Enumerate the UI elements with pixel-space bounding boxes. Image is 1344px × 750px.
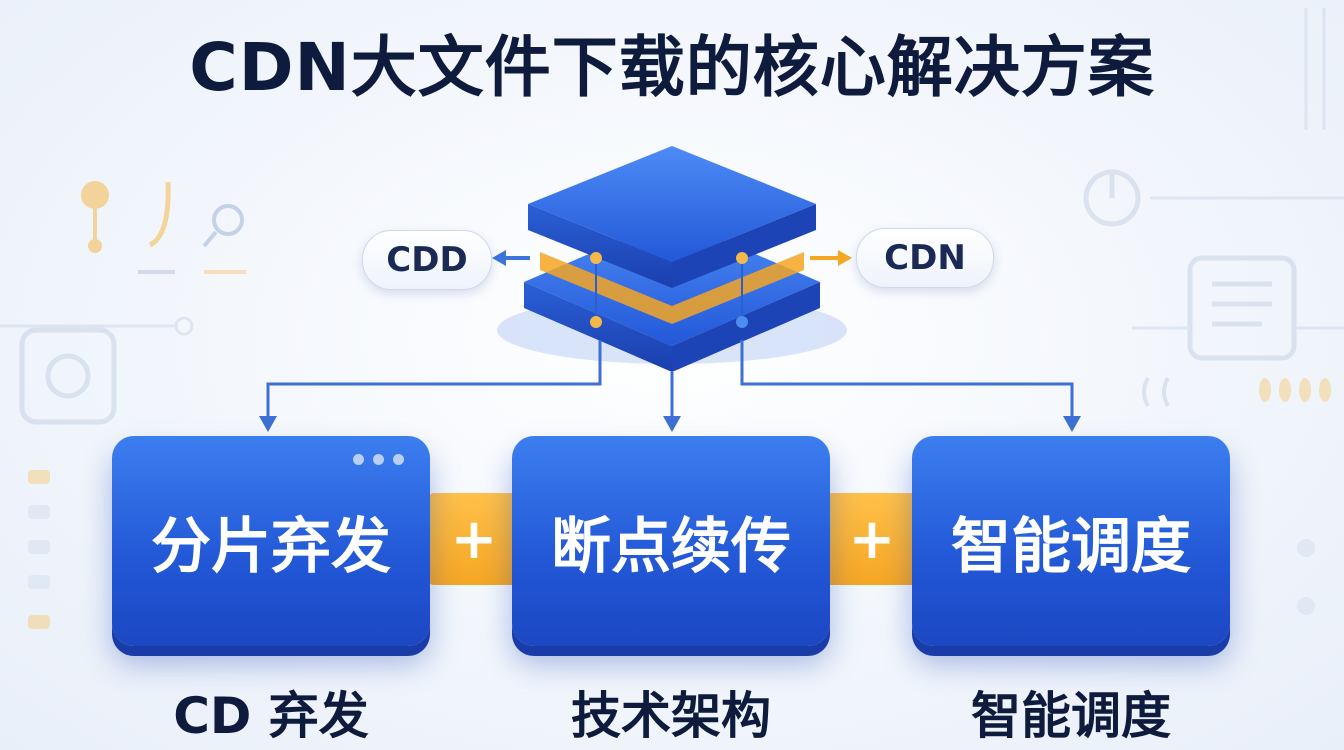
plus-connector-1: + bbox=[428, 493, 520, 585]
right-decor-icons bbox=[1083, 8, 1344, 615]
server-slab-upper bbox=[528, 146, 816, 288]
page-title: CDN大文件下载的核心解决方案 bbox=[189, 29, 1155, 106]
caption-3: 智能调度 bbox=[971, 687, 1171, 745]
card-label: 分片弃发 bbox=[151, 511, 391, 582]
caption-2: 技术架构 bbox=[571, 687, 771, 745]
card-chunked-delivery: 分片弃发 bbox=[112, 436, 430, 646]
document-icon bbox=[1187, 255, 1297, 361]
caption-1: CD 弃发 bbox=[173, 687, 369, 745]
window-dots-icon bbox=[353, 454, 404, 465]
node-cdd: CDD bbox=[362, 230, 492, 290]
card-smart-scheduling: 智能调度 bbox=[912, 436, 1230, 646]
bulb-icon bbox=[81, 181, 109, 209]
data-band bbox=[540, 252, 804, 324]
left-decor-icons bbox=[0, 181, 246, 629]
arrow-left-icon bbox=[492, 250, 506, 266]
arrow-right-icon bbox=[838, 250, 852, 266]
hook-icon bbox=[148, 181, 171, 248]
camera-icon bbox=[19, 327, 117, 425]
card-label: 智能调度 bbox=[951, 511, 1191, 582]
arrow-down-icon bbox=[663, 416, 681, 432]
node-cdn: CDN bbox=[856, 228, 994, 288]
plus-connector-2: + bbox=[826, 493, 918, 585]
magnifier-icon bbox=[212, 204, 244, 236]
arrow-down-icon bbox=[259, 416, 277, 432]
arrow-down-icon bbox=[1063, 416, 1081, 432]
card-resume-download: 断点续传 bbox=[512, 436, 830, 646]
card-label: 断点续传 bbox=[551, 511, 791, 582]
